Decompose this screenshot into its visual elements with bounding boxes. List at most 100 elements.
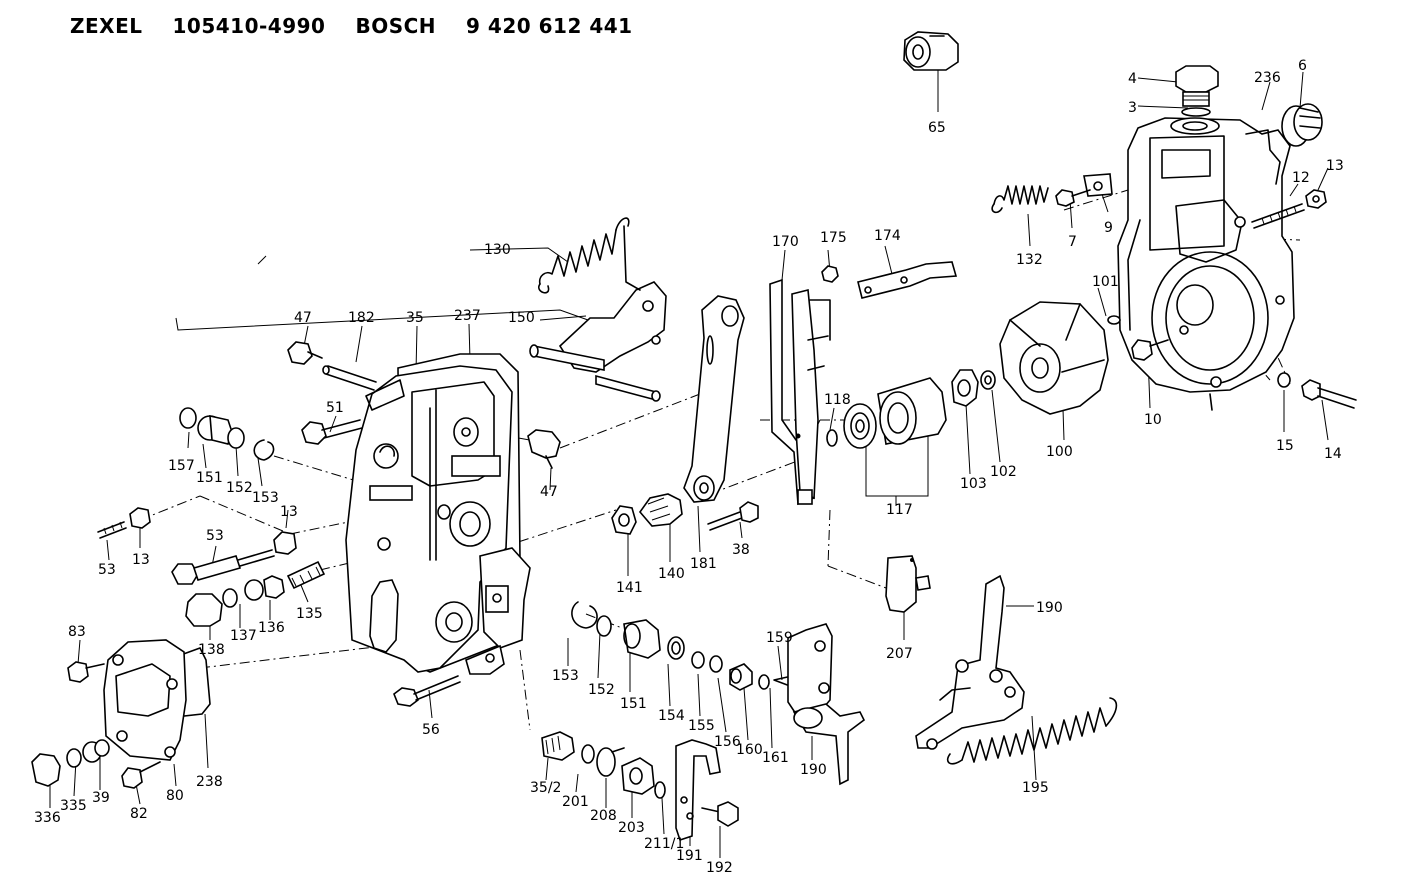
label-15: 15 — [1276, 438, 1294, 454]
part-175-nut — [821, 265, 839, 283]
label-153-left: 153 — [252, 490, 279, 506]
label-211-1: 211/1 — [644, 836, 684, 852]
part-208-ring — [596, 747, 625, 777]
part-6-breather-plug — [1281, 103, 1323, 147]
part-174-link-plate — [807, 261, 958, 371]
label-10: 10 — [1144, 412, 1162, 428]
label-7: 7 — [1068, 234, 1077, 250]
label-152-left: 152 — [226, 480, 253, 496]
label-150: 150 — [508, 310, 535, 326]
label-102: 102 — [990, 464, 1017, 480]
part-47-bolt-right — [527, 429, 561, 469]
part-56-bolt — [393, 675, 461, 707]
label-155: 155 — [688, 718, 715, 734]
label-181: 181 — [690, 556, 717, 572]
label-191: 191 — [676, 848, 703, 864]
label-137: 137 — [230, 628, 257, 644]
label-336: 336 — [34, 810, 61, 826]
label-190-right: 190 — [1036, 600, 1063, 616]
part-153-clip-lower — [571, 601, 598, 629]
part-15-washer — [1277, 372, 1291, 388]
label-13-left: 13 — [132, 552, 150, 568]
maker-zexel: ZEXEL — [70, 14, 143, 38]
label-13-center: 13 — [280, 504, 298, 520]
part-182-stud — [322, 365, 377, 391]
part-35-2-plug — [541, 731, 575, 761]
part-137-washer — [222, 588, 238, 608]
part-13-nut-center — [273, 531, 297, 555]
label-132: 132 — [1016, 252, 1043, 268]
part-47-bolt-left — [287, 341, 323, 365]
label-201: 201 — [562, 794, 589, 810]
part-38-bolt — [707, 501, 759, 531]
label-130: 130 — [484, 242, 511, 258]
part-12-stud-bolt — [1251, 203, 1305, 229]
label-83: 83 — [68, 624, 86, 640]
label-47-left: 47 — [294, 310, 312, 326]
label-82: 82 — [130, 806, 148, 822]
label-157: 157 — [168, 458, 195, 474]
label-156: 156 — [714, 734, 741, 750]
label-161: 161 — [762, 750, 789, 766]
part-7-bolt — [1055, 189, 1091, 207]
label-159: 159 — [766, 630, 793, 646]
part-101-pin — [1107, 315, 1121, 325]
part-191-bracket — [675, 739, 721, 842]
label-175: 175 — [820, 230, 847, 246]
part-118-washer — [826, 429, 838, 447]
label-203: 203 — [618, 820, 645, 836]
part-102-washer — [980, 370, 996, 390]
label-141: 141 — [616, 580, 643, 596]
part-51-bolt — [301, 419, 363, 445]
label-6: 6 — [1298, 58, 1307, 74]
part-161-washer — [758, 674, 770, 690]
label-53-long: 53 — [206, 528, 224, 544]
part-181-floating-lever — [683, 295, 745, 503]
part-4-plug-bolt — [1175, 65, 1219, 117]
part-80-cover — [103, 639, 187, 761]
label-51: 51 — [326, 400, 344, 416]
part-65-cap-nut — [903, 31, 959, 71]
part-82-bolt — [121, 761, 161, 789]
part-103-nut — [951, 369, 979, 407]
part-170-lever — [769, 278, 819, 506]
part-100-flyweight — [999, 301, 1109, 415]
label-238: 238 — [196, 774, 223, 790]
label-35-2: 35/2 — [530, 780, 561, 796]
label-9: 9 — [1104, 220, 1113, 236]
part-39-nut — [82, 739, 110, 763]
label-174: 174 — [874, 228, 901, 244]
label-208: 208 — [590, 808, 617, 824]
label-170: 170 — [772, 234, 799, 250]
label-38: 38 — [732, 542, 750, 558]
part-135-adjust-bolt — [286, 560, 326, 590]
label-190-lower: 190 — [800, 762, 827, 778]
part-211-washer — [654, 781, 666, 799]
callout-labels: 65 4 3 236 6 13 12 9 7 132 101 10 15 14 … — [34, 58, 1344, 876]
label-80: 80 — [166, 788, 184, 804]
label-236: 236 — [1254, 70, 1281, 86]
part-190-lever-lower — [787, 623, 866, 786]
maker-bosch: BOSCH — [355, 14, 437, 38]
part-141-nut — [611, 505, 637, 535]
label-192: 192 — [706, 860, 733, 876]
label-182: 182 — [348, 310, 375, 326]
part-190-lever-right — [915, 574, 1025, 750]
part-14-bolt — [1301, 379, 1357, 409]
label-103: 103 — [960, 476, 987, 492]
part-83-bolt — [67, 661, 105, 683]
part-13-nut-left — [129, 507, 151, 529]
label-160: 160 — [736, 742, 763, 758]
label-154: 154 — [658, 708, 685, 724]
part-335-washer — [66, 748, 82, 768]
part-153-clip-left — [253, 439, 275, 461]
part-160-collar — [729, 663, 753, 691]
part-132-spring — [991, 185, 1049, 214]
part-number-bosch: 9 420 612 441 — [466, 14, 633, 38]
label-12: 12 — [1292, 170, 1310, 186]
part-207-link-block — [885, 555, 931, 613]
part-203-cap — [621, 757, 655, 795]
part-138-cap-nut — [185, 593, 223, 627]
label-14: 14 — [1324, 446, 1342, 462]
label-101: 101 — [1092, 274, 1119, 290]
